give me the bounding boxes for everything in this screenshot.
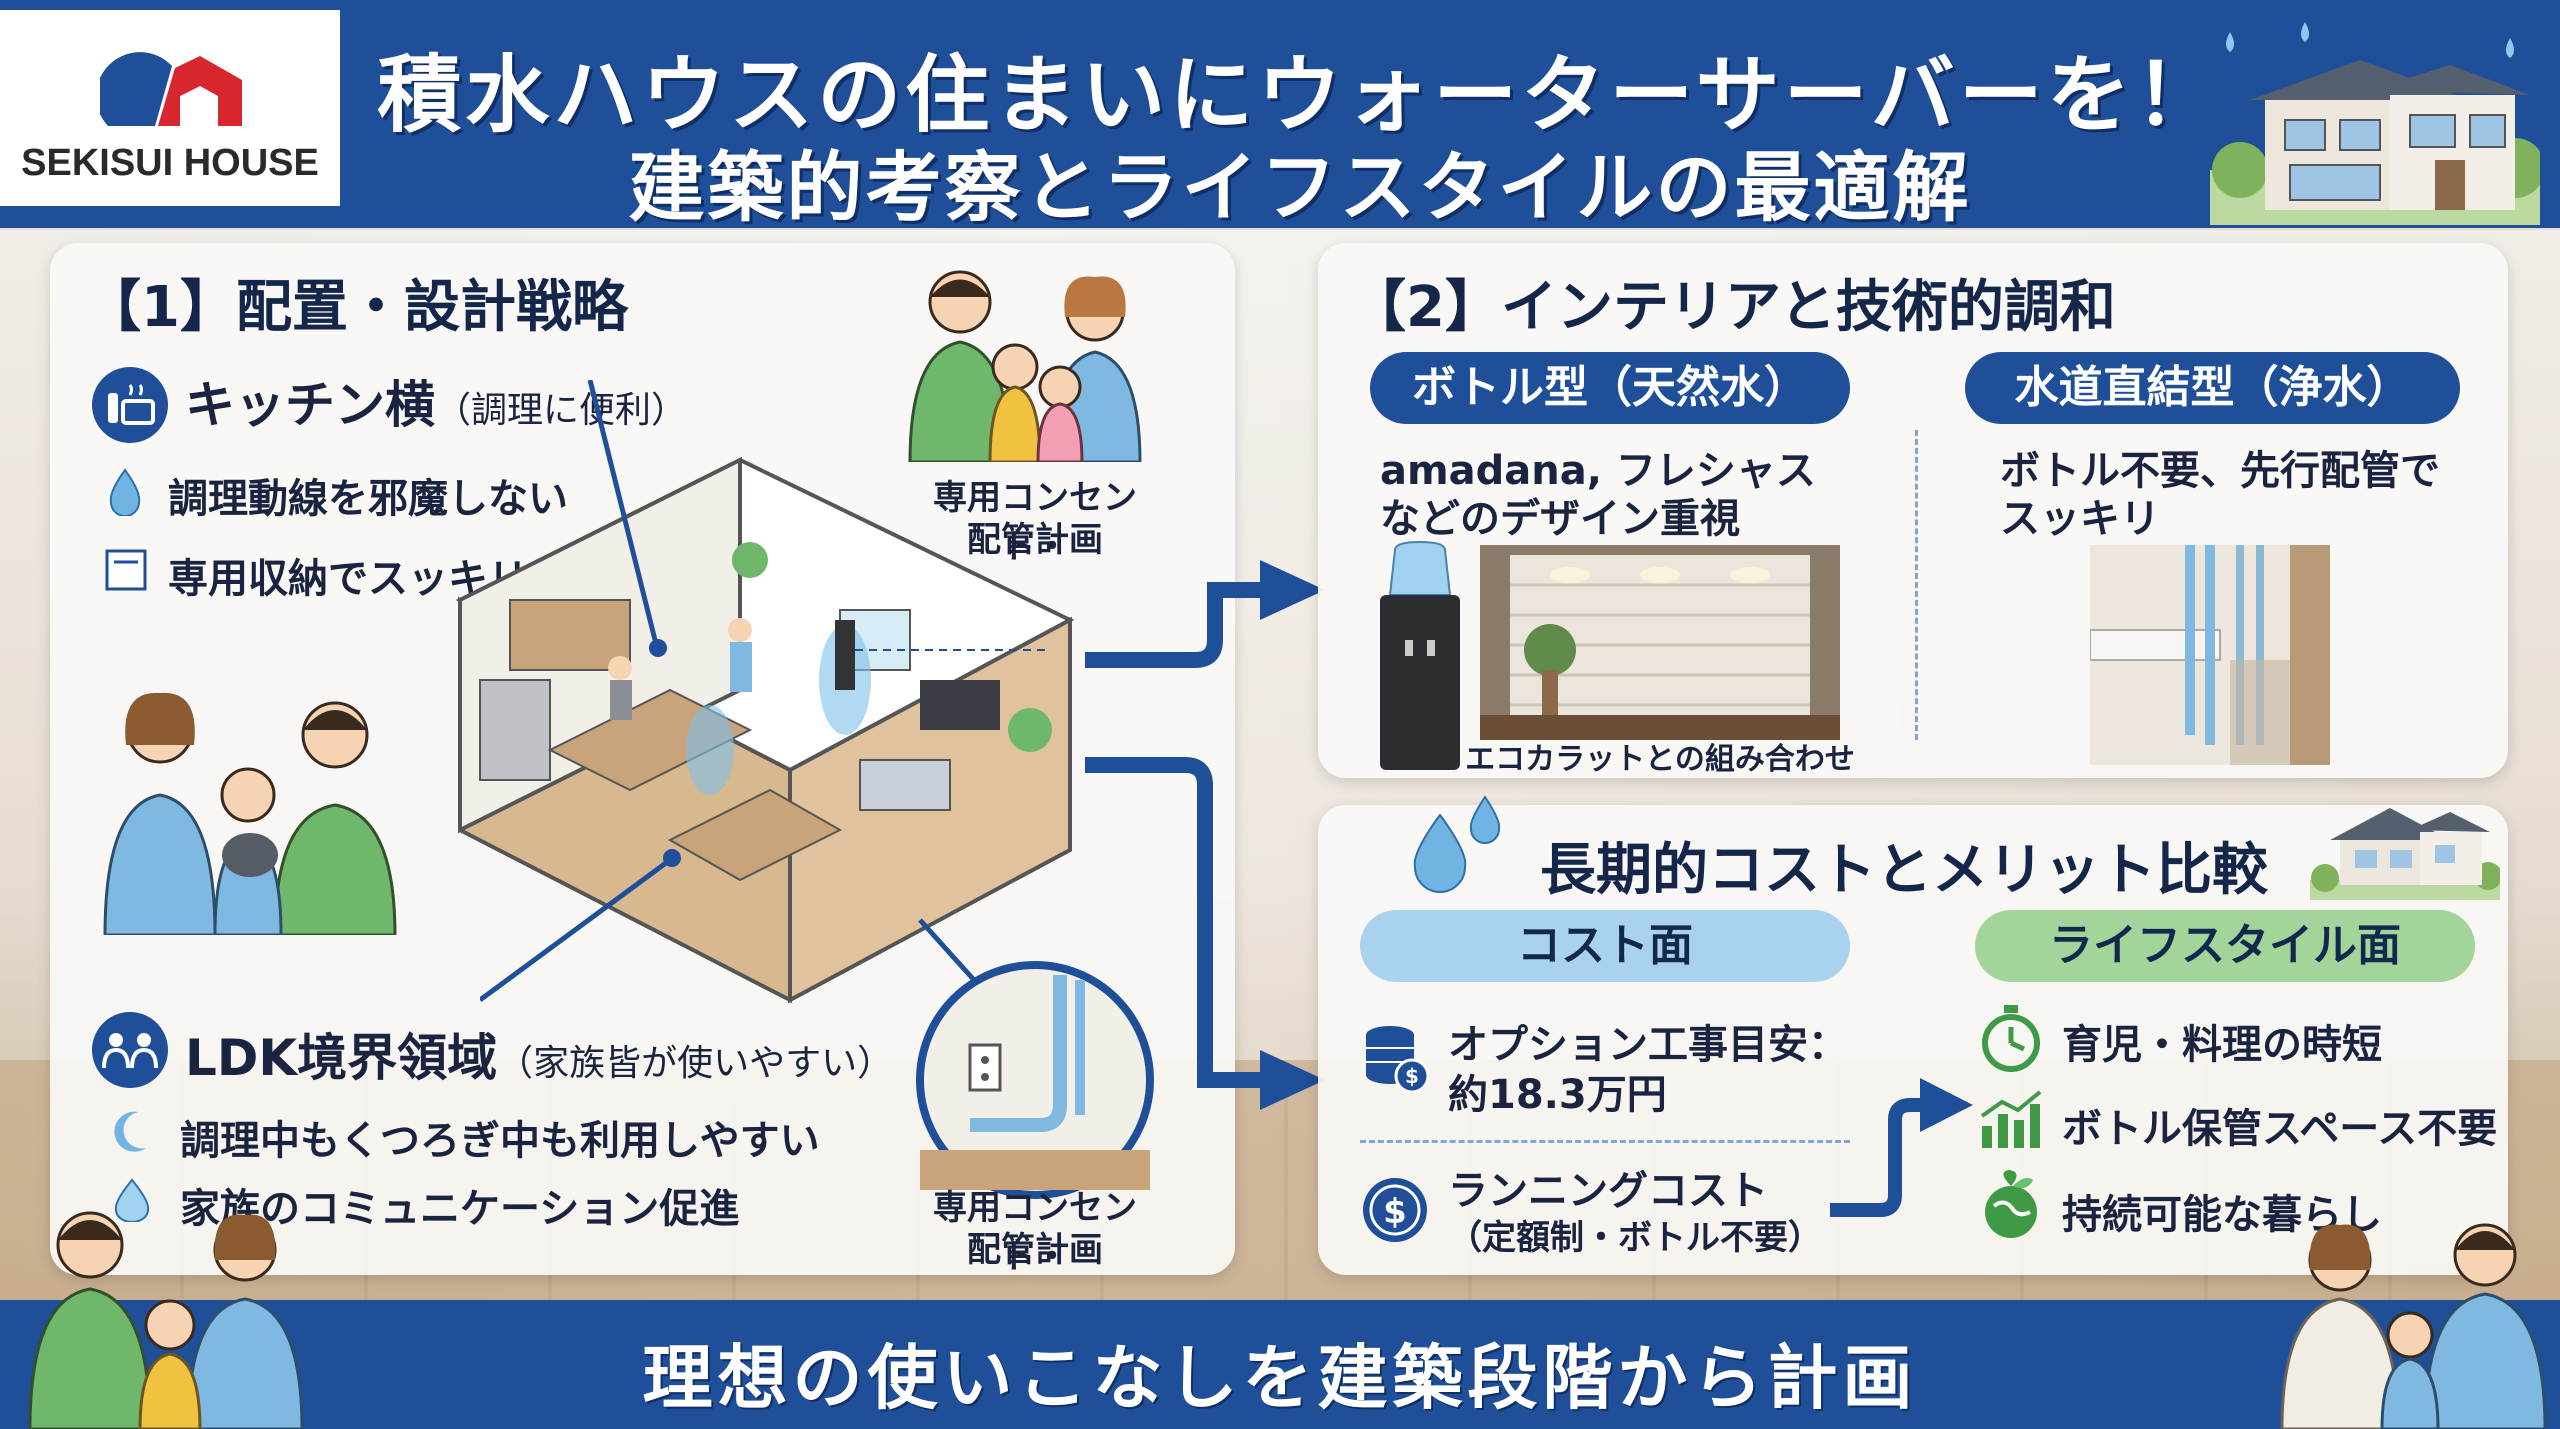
flow-arrows-icon: [1085, 560, 1325, 1110]
section2-title: 【2】インテリアと技術的調和: [1350, 275, 2116, 340]
lifestyle-label: ライフスタイル面: [1975, 910, 2475, 982]
ldk-note: （家族皆が使いやすい）: [497, 1043, 894, 1084]
cost-item1-line2: 約18.3万円: [1448, 1072, 1667, 1118]
ecocarat-caption: エコカラットとの組み合わせ: [1465, 742, 1855, 777]
lifestyle-item-2: ボトル保管スペース不要: [2062, 1106, 2498, 1152]
ldk-heading-text: LDK境界領域: [185, 1029, 498, 1087]
crescent-moon-icon: [114, 1111, 146, 1152]
cost-to-lifestyle-arrow-icon: [1830, 1078, 1973, 1217]
cost-item2-line2: （定額制・ボトル不要）: [1448, 1218, 1822, 1258]
house-illustration-icon: [2210, 22, 2540, 225]
callout-outlet-bottom-line2: 配管計画: [967, 1230, 1103, 1270]
direct-pipe-illustration: [2090, 545, 2330, 765]
kitchen-bullet-1: 調理動線を邪魔しない: [168, 476, 568, 522]
bottle-desc-line2: などのデザイン重視: [1380, 496, 1740, 542]
family-illustration-icon: [908, 270, 1142, 462]
bar-chart-icon: [1980, 1090, 2042, 1148]
direct-desc-line1: ボトル不要、先行配管で: [2000, 448, 2440, 494]
direct-type-label: 水道直結型（浄水）: [1965, 352, 2460, 424]
page-subtitle: 建築的考察とライフスタイルの最適解: [628, 143, 1972, 232]
ldk-bullet-2: 家族のコミュニケーション促進: [180, 1186, 740, 1232]
header-banner: SEKISUI HOUSE 積水ハウスの住まいにウォーターサーバーを！ 建築的考…: [0, 0, 2560, 232]
water-drop-icon: [109, 468, 141, 516]
cost-divider: [1360, 1140, 1850, 1143]
callout-outlet-bottom-line1: 専用コンセント・: [933, 1188, 1137, 1277]
kitchen-note: （調理に便利）: [435, 390, 688, 431]
section1-title: 【1】配置・設計戦略: [85, 275, 628, 340]
page-title: 積水ハウスの住まいにウォーターサーバーを！: [377, 46, 2223, 144]
callout-outlet-top-line1: 専用コンセント・: [933, 478, 1137, 567]
type-divider: [1915, 430, 1918, 740]
cost-label: コスト面: [1360, 910, 1850, 982]
small-house-icon: [2310, 808, 2500, 900]
bottle-water-server-icon: [1380, 540, 1460, 770]
ldk-floorplan-illustration: [455, 456, 1075, 1004]
cost-benefit-panel: [1318, 805, 2508, 1275]
logo-mark-icon: [100, 52, 242, 126]
svg-text:$: $: [1405, 1064, 1419, 1088]
coin-stack-icon: $: [1366, 1026, 1430, 1094]
cost-item1-line1: オプション工事目安：: [1448, 1022, 1848, 1068]
water-drop-face-icon: [114, 1178, 150, 1222]
cost-item2-line1: ランニングコスト: [1448, 1168, 1768, 1214]
footer-family-left-icon: [28, 1211, 304, 1429]
direct-desc-line2: スッキリ: [2000, 496, 2160, 542]
lifestyle-item-1: 育児・料理の時短: [2062, 1022, 2382, 1068]
section3-title: 長期的コストとメリット比較: [1540, 838, 2268, 903]
ldk-bullet-1: 調理中もくつろぎ中も利用しやすい: [180, 1118, 820, 1164]
ecocarat-wall-illustration: [1480, 545, 1840, 740]
ldk-heading: LDK境界領域（家族皆が使いやすい）: [185, 1018, 893, 1090]
dollar-coin-icon: $: [1363, 1178, 1427, 1242]
eco-globe-icon: [1985, 1170, 2037, 1238]
kitchen-heading-text: キッチン横: [185, 376, 435, 434]
kitchen-heading: キッチン横（調理に便利）: [185, 365, 687, 437]
bottle-type-label: ボトル型（天然水）: [1370, 352, 1850, 424]
logo-text: SEKISUI HOUSE: [21, 142, 319, 184]
bottle-desc-line1: amadana, フレシャス: [1380, 448, 1816, 494]
storage-cabinet-icon: [105, 549, 147, 591]
outlet-pipe-zoom-icon: [916, 961, 1154, 1199]
brand-logo: SEKISUI HOUSE: [0, 10, 340, 206]
footer-text: 理想の使いこなしを建築段階から計画: [642, 1337, 1918, 1419]
stopwatch-icon: [1982, 1005, 2040, 1072]
family-with-child-icon: [103, 692, 397, 935]
kitchen-icon: [92, 367, 168, 443]
svg-text:$: $: [1383, 1192, 1407, 1232]
footer-family-right-icon: [2280, 1223, 2547, 1429]
callout-outlet-top-line2: 配管計画: [967, 520, 1103, 560]
family-people-icon: [92, 1012, 168, 1088]
water-drops-icon: [1413, 795, 1501, 893]
footer-banner: 理想の使いこなしを建築段階から計画: [0, 1300, 2560, 1429]
